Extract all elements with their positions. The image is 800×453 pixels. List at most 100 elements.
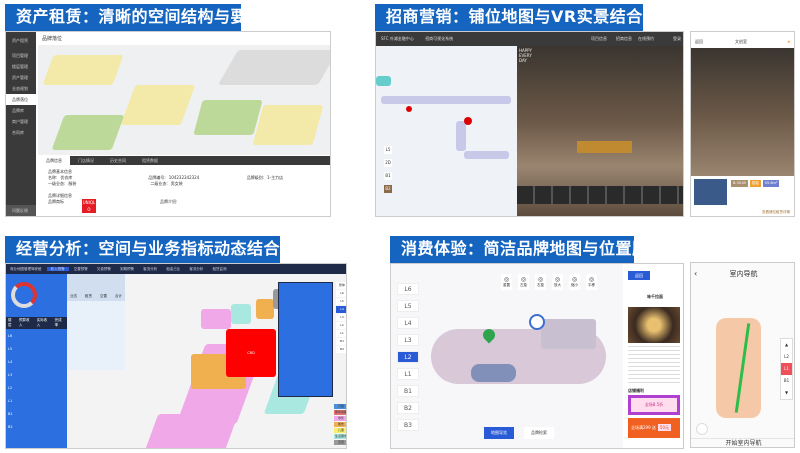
- lease-detail-link[interactable]: 查看铺位租赁详情: [762, 210, 790, 214]
- start-nav-link[interactable]: 开始室内导航: [691, 438, 794, 447]
- nav-tab[interactable]: 客流分析: [189, 267, 204, 271]
- brand-map[interactable]: [431, 309, 611, 389]
- map-nav-button[interactable]: 地图导览: [484, 427, 514, 439]
- thumbnail-strip[interactable]: [517, 186, 683, 204]
- floor-button[interactable]: L2: [784, 354, 789, 359]
- asset-tabs: 品牌信息 门店情况 历史合同 租赁数据: [38, 156, 330, 165]
- floor-button[interactable]: L3: [336, 314, 346, 321]
- nav-tab[interactable]: 租金占比: [166, 267, 181, 271]
- highlight-shop[interactable]: CBD: [226, 329, 276, 377]
- floor-button[interactable]: B1: [783, 378, 790, 383]
- floor-button[interactable]: 整体: [336, 282, 346, 289]
- floor-button[interactable]: L4: [336, 306, 346, 313]
- tab-store[interactable]: 门店情况: [78, 158, 94, 163]
- shop-name: 味千拉面: [647, 294, 663, 299]
- nav-tab[interactable]: 空置预警: [73, 267, 88, 271]
- nav-link[interactable]: 项目信息: [591, 36, 607, 41]
- map-toolbar: ◎重置 ◎左旋 ◎右旋 ◎放大 ◎缩小 ◎平移: [501, 274, 597, 290]
- tool-icon: ◎: [537, 276, 544, 283]
- floor-button[interactable]: B2: [397, 402, 419, 414]
- legend-item[interactable]: 儿童: [334, 428, 346, 433]
- map-tool-button[interactable]: ◎缩小: [569, 274, 580, 290]
- floor-button[interactable]: L1: [397, 368, 419, 380]
- floor-button[interactable]: L1: [336, 330, 346, 337]
- nav-link[interactable]: 招商信息: [616, 36, 632, 41]
- star-icon[interactable]: ★: [787, 39, 791, 44]
- floor-button[interactable]: 2D: [384, 159, 392, 167]
- floor-button[interactable]: B1: [336, 338, 346, 345]
- tab-brand-info[interactable]: 品牌信息: [38, 156, 70, 165]
- leasing-screenshot: SFC 外滩金融中心 招商可视化系统 项目信息 招商信息 在线预约 登录 L5 …: [375, 31, 684, 217]
- back-button[interactable]: 返回: [695, 39, 703, 44]
- sidebar-item[interactable]: 商户管理: [12, 119, 28, 124]
- nav-tab[interactable]: 收入预警: [46, 267, 69, 271]
- map-tool-button[interactable]: ◎放大: [552, 274, 563, 290]
- label: 品牌编号:: [148, 175, 166, 180]
- shop-avatar-marker[interactable]: [529, 314, 545, 330]
- nav-tab[interactable]: 到期预警: [120, 267, 134, 271]
- coupon-text: 全场满299 送: [631, 425, 656, 430]
- phone-vr[interactable]: [691, 48, 794, 176]
- coupon-discount[interactable]: 全场8.5折: [628, 395, 680, 415]
- tab-lease-data[interactable]: 租赁数据: [142, 158, 158, 163]
- map-tool-button[interactable]: ◎右旋: [535, 274, 546, 290]
- back-button[interactable]: 返回: [628, 271, 650, 280]
- legend: 已租即将到期零售餐饮儿童生活服务空置: [334, 404, 347, 446]
- 3d-floor-map[interactable]: [38, 45, 330, 155]
- nav-tab[interactable]: 欠费预警: [96, 267, 111, 271]
- floor-button[interactable]: B2: [336, 346, 346, 353]
- nav-tab[interactable]: 租赁监测: [212, 267, 227, 271]
- floor-button[interactable]: L5: [336, 298, 346, 305]
- legend-item[interactable]: 零售: [334, 416, 346, 421]
- sidebar-item[interactable]: 资产管理: [12, 75, 28, 80]
- sidebar-item[interactable]: 项目管理: [12, 53, 28, 58]
- tab-history[interactable]: 历史合同: [110, 158, 126, 163]
- map-tool-button[interactable]: ◎重置: [501, 274, 512, 290]
- label: 品牌介绍:: [160, 199, 178, 204]
- floor-button[interactable]: B3: [397, 419, 419, 431]
- sidebar-item[interactable]: 品牌落位: [6, 94, 36, 105]
- floor-button[interactable]: L4: [397, 317, 419, 329]
- locate-icon[interactable]: [696, 423, 708, 435]
- map-tool-button[interactable]: ◎平移: [586, 274, 597, 290]
- floor-button[interactable]: L6: [336, 290, 346, 297]
- brand-search-button[interactable]: 品牌检索: [524, 427, 554, 439]
- legend-item[interactable]: 空置: [334, 440, 346, 445]
- shop-map[interactable]: L5 2D B1 B2: [376, 46, 517, 216]
- vr-panorama[interactable]: HAPPY EVERY DAY: [517, 46, 683, 216]
- sidebar-item[interactable]: 业态规划: [12, 86, 28, 91]
- sidebar-item[interactable]: 品牌库: [12, 108, 24, 113]
- back-chevron-icon[interactable]: ‹: [694, 269, 698, 278]
- coupon-text: 全场8.5折: [631, 398, 677, 412]
- floor-button[interactable]: L5: [397, 300, 419, 312]
- legend-item[interactable]: 即将到期: [334, 410, 347, 415]
- floor-button[interactable]: L6: [397, 283, 419, 295]
- coupon-value: 50元: [657, 424, 671, 431]
- nav-tab[interactable]: 客流分析: [143, 267, 158, 271]
- login-link[interactable]: 登录: [673, 36, 681, 41]
- floor-button[interactable]: B1: [384, 172, 392, 180]
- floor-button[interactable]: L2: [397, 351, 419, 363]
- nav-link[interactable]: 在线预约: [638, 36, 654, 41]
- floor-list: L5 2D B1 B2: [384, 146, 392, 193]
- sidebar-item[interactable]: 合同库: [12, 130, 24, 135]
- feedback-link[interactable]: 问题反馈: [6, 205, 36, 216]
- floor-button[interactable]: B2: [384, 185, 392, 193]
- legend-item[interactable]: 生活服务: [334, 434, 347, 439]
- leasing-banner: 招商营销：铺位地图与VR实景结合展示: [375, 4, 675, 31]
- tool-icon: ◎: [503, 276, 510, 283]
- floor-button[interactable]: L5: [384, 146, 392, 154]
- map-tool-button[interactable]: ◎左旋: [518, 274, 529, 290]
- phone-title: 室内导航: [729, 270, 758, 278]
- floor-button[interactable]: L3: [397, 334, 419, 346]
- asset-screenshot: 资产租赁 项目管理 楼层管理 资产管理 业态规划 品牌落位 品牌库 商户管理 合…: [5, 31, 331, 217]
- floor-button[interactable]: L2: [336, 322, 346, 329]
- floor-button[interactable]: L1: [781, 363, 792, 375]
- legend-item[interactable]: 已租: [334, 404, 346, 409]
- sidebar-item[interactable]: 楼层管理: [12, 64, 28, 69]
- legend-item[interactable]: 餐饮: [334, 422, 346, 427]
- floor-button[interactable]: B1: [397, 385, 419, 397]
- asset-banner: 资产租赁：清晰的空间结构与要素: [5, 4, 263, 31]
